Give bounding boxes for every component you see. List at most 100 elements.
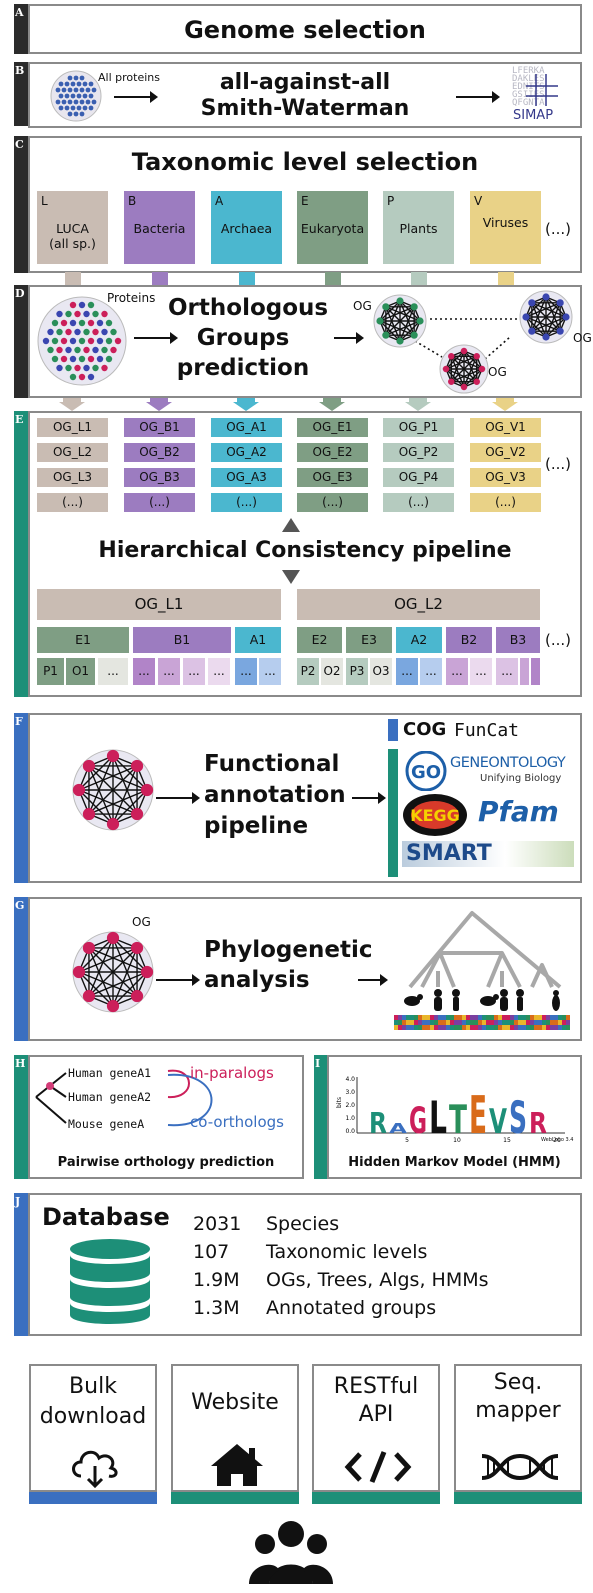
protein-pool-icon bbox=[37, 296, 127, 386]
connector bbox=[152, 272, 168, 288]
leaf-og: ... bbox=[259, 658, 281, 685]
logo-letter: L bbox=[429, 1093, 447, 1144]
panel-e-title: Hierarchical Consistency pipeline bbox=[98, 538, 512, 563]
og-label-1: OG bbox=[353, 299, 372, 313]
leaf-og: P2 bbox=[297, 658, 319, 685]
panel-c-title: Taxonomic level selection bbox=[131, 148, 479, 176]
og-cell: OG_E1 bbox=[297, 418, 368, 437]
arrow-icon bbox=[156, 974, 200, 986]
ytick-label: 2.0 bbox=[345, 1102, 355, 1109]
logo-letter: S bbox=[509, 1093, 527, 1144]
og-b3: B3 bbox=[496, 627, 540, 653]
database-icon bbox=[70, 1239, 150, 1324]
leaf-og: ... bbox=[235, 658, 257, 685]
stat-label: OGs, Trees, Algs, HMMs bbox=[266, 1269, 489, 1291]
logo-letter: V bbox=[489, 1102, 507, 1141]
arrow-icon bbox=[352, 792, 386, 804]
panel-b-title-2: Smith-Waterman bbox=[200, 96, 410, 121]
connector bbox=[239, 272, 255, 288]
panel-i-letter: I bbox=[315, 1057, 321, 1070]
simap-grid-icon bbox=[526, 74, 558, 106]
og-e2: E2 bbox=[297, 627, 342, 653]
leaf-og: ... bbox=[208, 658, 230, 685]
panel-g-title-1: Phylogenetic bbox=[204, 937, 373, 963]
up-down-arrows-icon bbox=[282, 518, 300, 584]
seq-line-1: Seq. bbox=[493, 1370, 543, 1395]
og-label: OG bbox=[132, 915, 151, 929]
tax-more: (...) bbox=[545, 220, 572, 238]
panel-g: OG Phylogenetic analysis bbox=[28, 897, 582, 1041]
panel-a-sidebar: A bbox=[14, 4, 28, 54]
api-line-1: RESTful bbox=[333, 1374, 419, 1399]
smart-label: SMART bbox=[406, 841, 492, 866]
tax-name-1: Eukaryota bbox=[300, 221, 365, 236]
home-icon bbox=[211, 1444, 263, 1486]
svg-text:GO: GO bbox=[411, 762, 441, 783]
leaf-og bbox=[531, 658, 540, 685]
panel-e-letter: E bbox=[15, 413, 24, 426]
panel-d-letter: D bbox=[15, 287, 25, 300]
stat-label: Taxonomic levels bbox=[266, 1241, 428, 1263]
bulk-bar bbox=[29, 1492, 157, 1504]
tax-abbr: V bbox=[474, 194, 483, 208]
gene-2: Human geneA2 bbox=[68, 1090, 152, 1104]
pfam-label: Pfam bbox=[478, 795, 559, 828]
users-icon bbox=[249, 1521, 333, 1584]
panel-f: Functional annotation pipeline COG FunCa… bbox=[28, 713, 582, 883]
bulk-download-button[interactable]: Bulk download bbox=[29, 1364, 157, 1492]
arrow-icon bbox=[156, 792, 200, 804]
geneontology-logo-icon: GO bbox=[405, 751, 447, 791]
panel-f-title-2: annotation bbox=[204, 782, 346, 808]
logo-letter: R bbox=[529, 1106, 547, 1140]
database-title: Database bbox=[42, 1203, 170, 1231]
website-label: Website bbox=[191, 1390, 279, 1415]
panel-h: Human geneA1 Human geneA2 Mouse geneA in… bbox=[28, 1055, 304, 1179]
api-line-2: API bbox=[358, 1402, 394, 1427]
panel-g-letter: G bbox=[15, 899, 25, 912]
og-a1: A1 bbox=[235, 627, 281, 653]
og-cell: OG_A3 bbox=[211, 468, 282, 487]
panel-b-sidebar: B bbox=[14, 62, 28, 126]
panel-c-sidebar: C bbox=[14, 136, 28, 273]
og-label-3: OG bbox=[488, 365, 507, 379]
tax-name: Plants bbox=[383, 221, 454, 236]
og-network-icon bbox=[72, 931, 154, 1013]
arrow-icon bbox=[334, 332, 364, 344]
svg-text:KEGG: KEGG bbox=[410, 806, 460, 825]
stat-num: 1.3M bbox=[193, 1297, 240, 1319]
xtick-label: 20 bbox=[553, 1137, 561, 1144]
og-cell: OG_L3 bbox=[37, 468, 108, 487]
panel-d-sidebar: D bbox=[14, 285, 28, 398]
panel-f-letter: F bbox=[15, 715, 23, 728]
tax-name-1: Plants bbox=[399, 221, 438, 236]
hmm-ylabel: bits bbox=[335, 1097, 343, 1108]
restful-api-button[interactable]: RESTful API bbox=[312, 1364, 440, 1492]
panel-c-letter: C bbox=[15, 138, 24, 151]
og-e1: E1 bbox=[37, 627, 129, 653]
ytick-label: 1.0 bbox=[345, 1115, 355, 1122]
og-cell: OG_P2 bbox=[383, 443, 454, 462]
leaf-og: O2 bbox=[321, 658, 343, 685]
down-arrow-4 bbox=[405, 398, 431, 411]
panel-d: Proteins Orthologous Groups prediction O… bbox=[28, 285, 592, 398]
down-arrow-2 bbox=[233, 398, 259, 411]
panel-j: Database 2031 Species 107 Taxonomic leve… bbox=[28, 1193, 582, 1336]
simap-letters: LFERKA DAKLES EDNITS GSIIES QFGNTA bbox=[512, 66, 545, 108]
og-more: (...) bbox=[545, 455, 572, 473]
logo-letter: E bbox=[469, 1086, 487, 1146]
og-cell: OG_B1 bbox=[124, 418, 195, 437]
og-cell: OG_V3 bbox=[470, 468, 541, 487]
proteins-label: Proteins bbox=[107, 291, 156, 305]
website-button[interactable]: Website bbox=[171, 1364, 299, 1492]
all-proteins-label: All proteins bbox=[98, 71, 160, 84]
og-label-2: OG bbox=[573, 331, 592, 345]
code-icon bbox=[344, 1451, 412, 1483]
seq-mapper-button[interactable]: Seq. mapper bbox=[454, 1364, 582, 1492]
down-arrows bbox=[59, 398, 518, 411]
leaf-og: ... bbox=[183, 658, 205, 685]
dna-icon bbox=[481, 1453, 559, 1481]
og-network-icon bbox=[72, 749, 154, 831]
og-cell: (...) bbox=[470, 493, 541, 512]
xtick-label: 5 bbox=[405, 1137, 409, 1144]
